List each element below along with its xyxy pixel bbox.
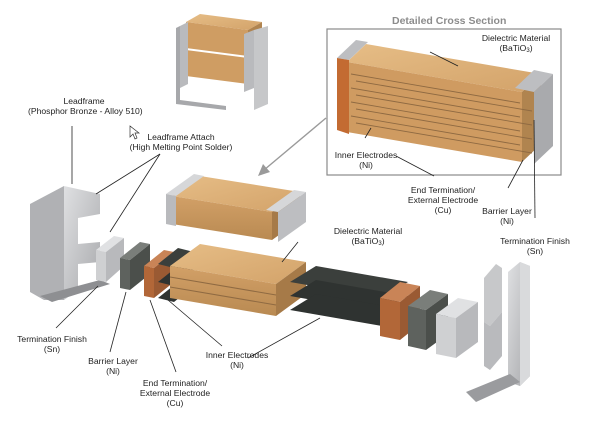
cross-section-frame (326, 28, 562, 176)
label-end-termination-bottom: End Termination/External Electrode(Cu) (139, 378, 211, 408)
assembled-component-icon (176, 14, 268, 110)
label-termination-finish-top: Termination Finish(Sn) (500, 236, 570, 256)
dielectric-block (169, 244, 306, 316)
label-barrier-bottom: Barrier Layer(Ni) (88, 356, 138, 376)
label-end-termination-top: End Termination/External Electrode(Cu) (407, 185, 479, 215)
leadframe-left (30, 186, 110, 302)
label-termination-finish-bottom: Termination Finish(Sn) (17, 334, 87, 354)
label-dielectric-top: Dielectric Material (BaTiO3) (481, 33, 551, 54)
exploded-terminations-right (380, 282, 478, 358)
label-dielectric-middle: Dielectric Material (BaTiO3) (333, 226, 403, 247)
leader-lines (55, 51, 536, 373)
label-inner-electrodes-top: Inner Electrodes(Ni) (334, 150, 398, 170)
label-leadframe: Leadframe(Phosphor Bronze - Alloy 510) (28, 96, 143, 116)
label-leadframe-attach: Leadframe Attach(High Melting Point Sold… (129, 132, 233, 152)
callout-arrow (258, 117, 327, 176)
cross-section-title: Detailed Cross Section (392, 15, 507, 27)
inner-electrodes-right (290, 266, 408, 326)
leadframe-right (466, 262, 530, 402)
label-barrier-top: Barrier Layer(Ni) (482, 206, 532, 226)
label-inner-electrodes-bottom: Inner Electrodes(Ni) (205, 350, 269, 370)
assembled-chip (166, 174, 306, 242)
cross-section-capacitor (337, 40, 553, 164)
mouse-cursor-icon (129, 125, 141, 140)
